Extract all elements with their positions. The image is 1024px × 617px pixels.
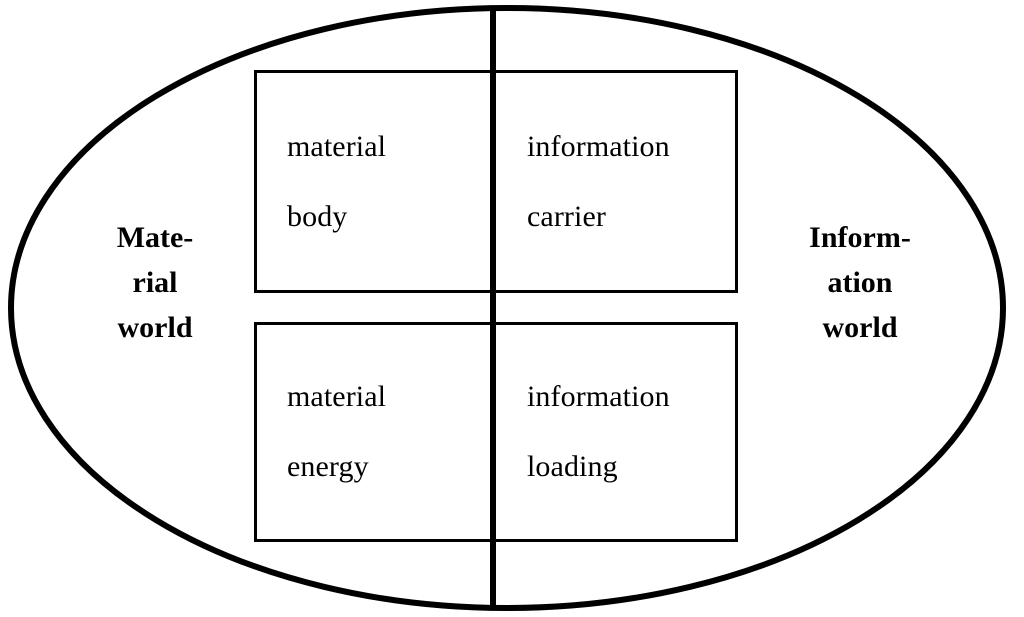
- quadrant-information-carrier-line-1: information: [527, 129, 670, 163]
- material-world-label-line-1: Mate-: [116, 221, 194, 254]
- center-vertical-divider: [490, 6, 496, 610]
- quadrant-material-body-line-2: body: [287, 199, 348, 233]
- upper-quadrant-box: material body information carrier: [254, 70, 738, 293]
- quadrant-material-energy-line-1: material: [287, 380, 387, 413]
- quadrant-information-carrier-line-2: carrier: [527, 199, 606, 233]
- quadrant-information-loading-line-1: information: [527, 380, 670, 413]
- material-world-label: Mate- rial world: [75, 215, 235, 350]
- quadrant-information-loading-line-2: loading: [527, 450, 618, 483]
- information-world-label-line-1: Inform-: [809, 221, 911, 254]
- information-world-label-line-3: world: [822, 311, 898, 344]
- quadrant-material-energy: material energy: [257, 325, 493, 539]
- material-world-label-line-3: world: [117, 311, 193, 344]
- quadrant-information-loading: information loading: [499, 325, 735, 539]
- quadrant-material-body: material body: [257, 73, 493, 290]
- information-world-label-line-2: ation: [827, 266, 893, 299]
- material-world-label-line-2: rial: [132, 266, 178, 299]
- information-world-label: Inform- ation world: [770, 215, 950, 350]
- lower-quadrant-box: material energy information loading: [254, 322, 738, 542]
- quadrant-material-body-line-1: material: [287, 129, 387, 163]
- quadrant-information-carrier: information carrier: [499, 73, 735, 290]
- quadrant-material-energy-line-2: energy: [287, 450, 369, 483]
